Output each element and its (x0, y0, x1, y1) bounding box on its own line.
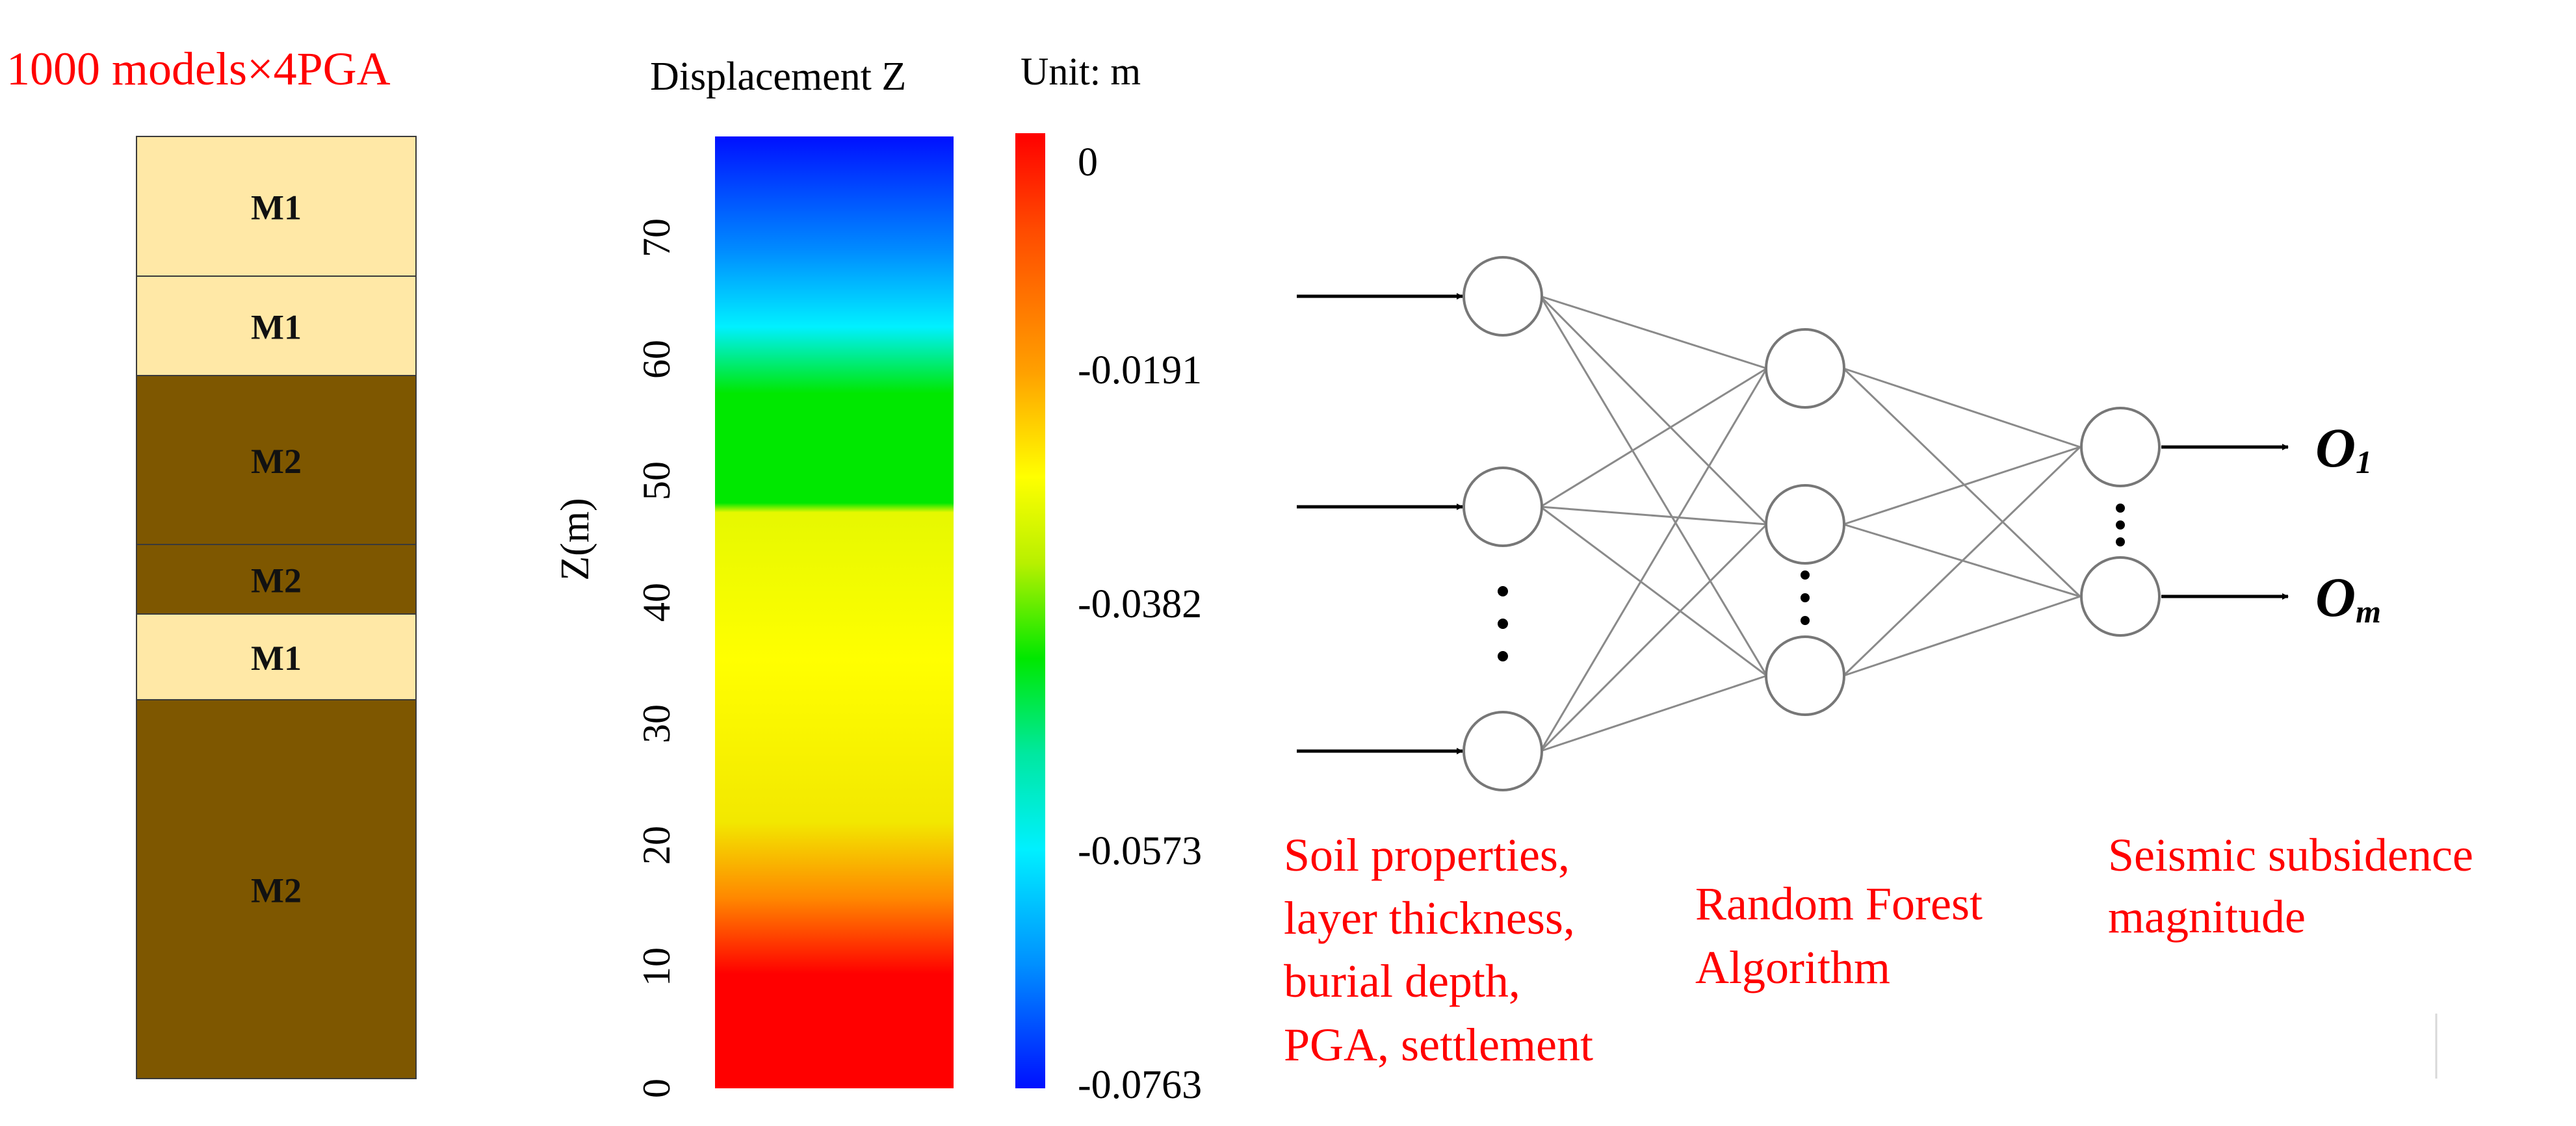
colorbar-tick-label: 0 (1078, 140, 1098, 185)
output-node-2 (2080, 556, 2161, 637)
soil-layer (136, 613, 417, 700)
figure-title: 1000 models×4PGA (7, 43, 391, 95)
algorithm-caption-line: Algorithm (1695, 941, 1890, 993)
soil-layer-label: M1 (251, 639, 302, 678)
network-diagram: O1 Om (1297, 256, 2438, 1079)
input-node-2 (1463, 467, 1543, 547)
output-label-1: O1 (2315, 416, 2372, 480)
soil-layer-label: M2 (251, 561, 302, 600)
soil-layer-label: M2 (251, 871, 302, 910)
input-node-3 (1463, 711, 1543, 791)
input-caption-line: burial depth, (1284, 955, 1520, 1007)
colorbar-tick-label: -0.0191 (1078, 348, 1202, 392)
output-caption-line: Seismic subsidence (2108, 829, 2473, 881)
soil-layer-label: M2 (251, 442, 302, 481)
input-node-1 (1463, 256, 1543, 337)
input-ellipsis (1498, 586, 1508, 661)
input-caption-line: layer thickness, (1284, 892, 1575, 944)
z-tick-label: 0 (635, 1079, 678, 1098)
input-caption: Soil properties, layer thickness, burial… (1284, 829, 1593, 1071)
z-tick-label: 70 (635, 218, 678, 257)
hidden-node-2 (1765, 484, 1845, 565)
algorithm-caption: Random Forest Algorithm (1695, 878, 1983, 993)
output-caption: Seismic subsidence magnitude (2108, 829, 2473, 943)
hidden-node-1 (1765, 328, 1845, 409)
soil-layer-label: M1 (251, 188, 302, 227)
colorbar-tick-label: -0.0763 (1078, 1063, 1202, 1107)
output-node-1 (2080, 407, 2161, 487)
output-label-2: Om (2315, 566, 2381, 630)
z-tick-label: 40 (635, 583, 678, 622)
colorbar (1015, 133, 1045, 1088)
soil-layer (136, 136, 417, 277)
input-caption-line: Soil properties, (1284, 829, 1570, 881)
colorbar-tick-label: -0.0573 (1078, 829, 1202, 873)
z-axis-ticks: 0 10 20 30 40 50 60 70 (635, 218, 678, 1098)
soil-layer (136, 375, 417, 545)
soil-layer (136, 275, 417, 376)
displacement-contour (715, 136, 954, 1088)
plot-title: Displacement Z (650, 55, 906, 99)
soil-layer-label: M1 (251, 308, 302, 347)
output-ellipsis (2116, 504, 2125, 546)
z-tick-label: 30 (635, 704, 678, 743)
z-tick-label: 10 (635, 947, 678, 986)
displacement-plot: Displacement Z 0 10 20 30 40 50 60 70 Z(m) Unit… (553, 50, 1202, 1107)
network-edges (1539, 295, 2081, 752)
colorbar-ticks: 0 -0.0191 -0.0382 -0.0573 -0.0763 (1078, 140, 1202, 1107)
input-caption-line: PGA, settlement (1284, 1019, 1593, 1071)
output-caption-line: magnitude (2108, 891, 2306, 943)
unit-label: Unit: m (1021, 50, 1141, 93)
algorithm-caption-line: Random Forest (1695, 878, 1983, 930)
soil-layer (136, 544, 417, 615)
z-axis-label: Z(m) (553, 498, 597, 580)
soil-layer (136, 699, 417, 1079)
z-tick-label: 50 (635, 461, 678, 500)
z-tick-label: 20 (635, 826, 678, 865)
hidden-node-3 (1765, 635, 1845, 716)
colorbar-tick-label: -0.0382 (1078, 582, 1202, 626)
z-tick-label: 60 (635, 340, 678, 379)
hidden-ellipsis (1801, 570, 1810, 625)
